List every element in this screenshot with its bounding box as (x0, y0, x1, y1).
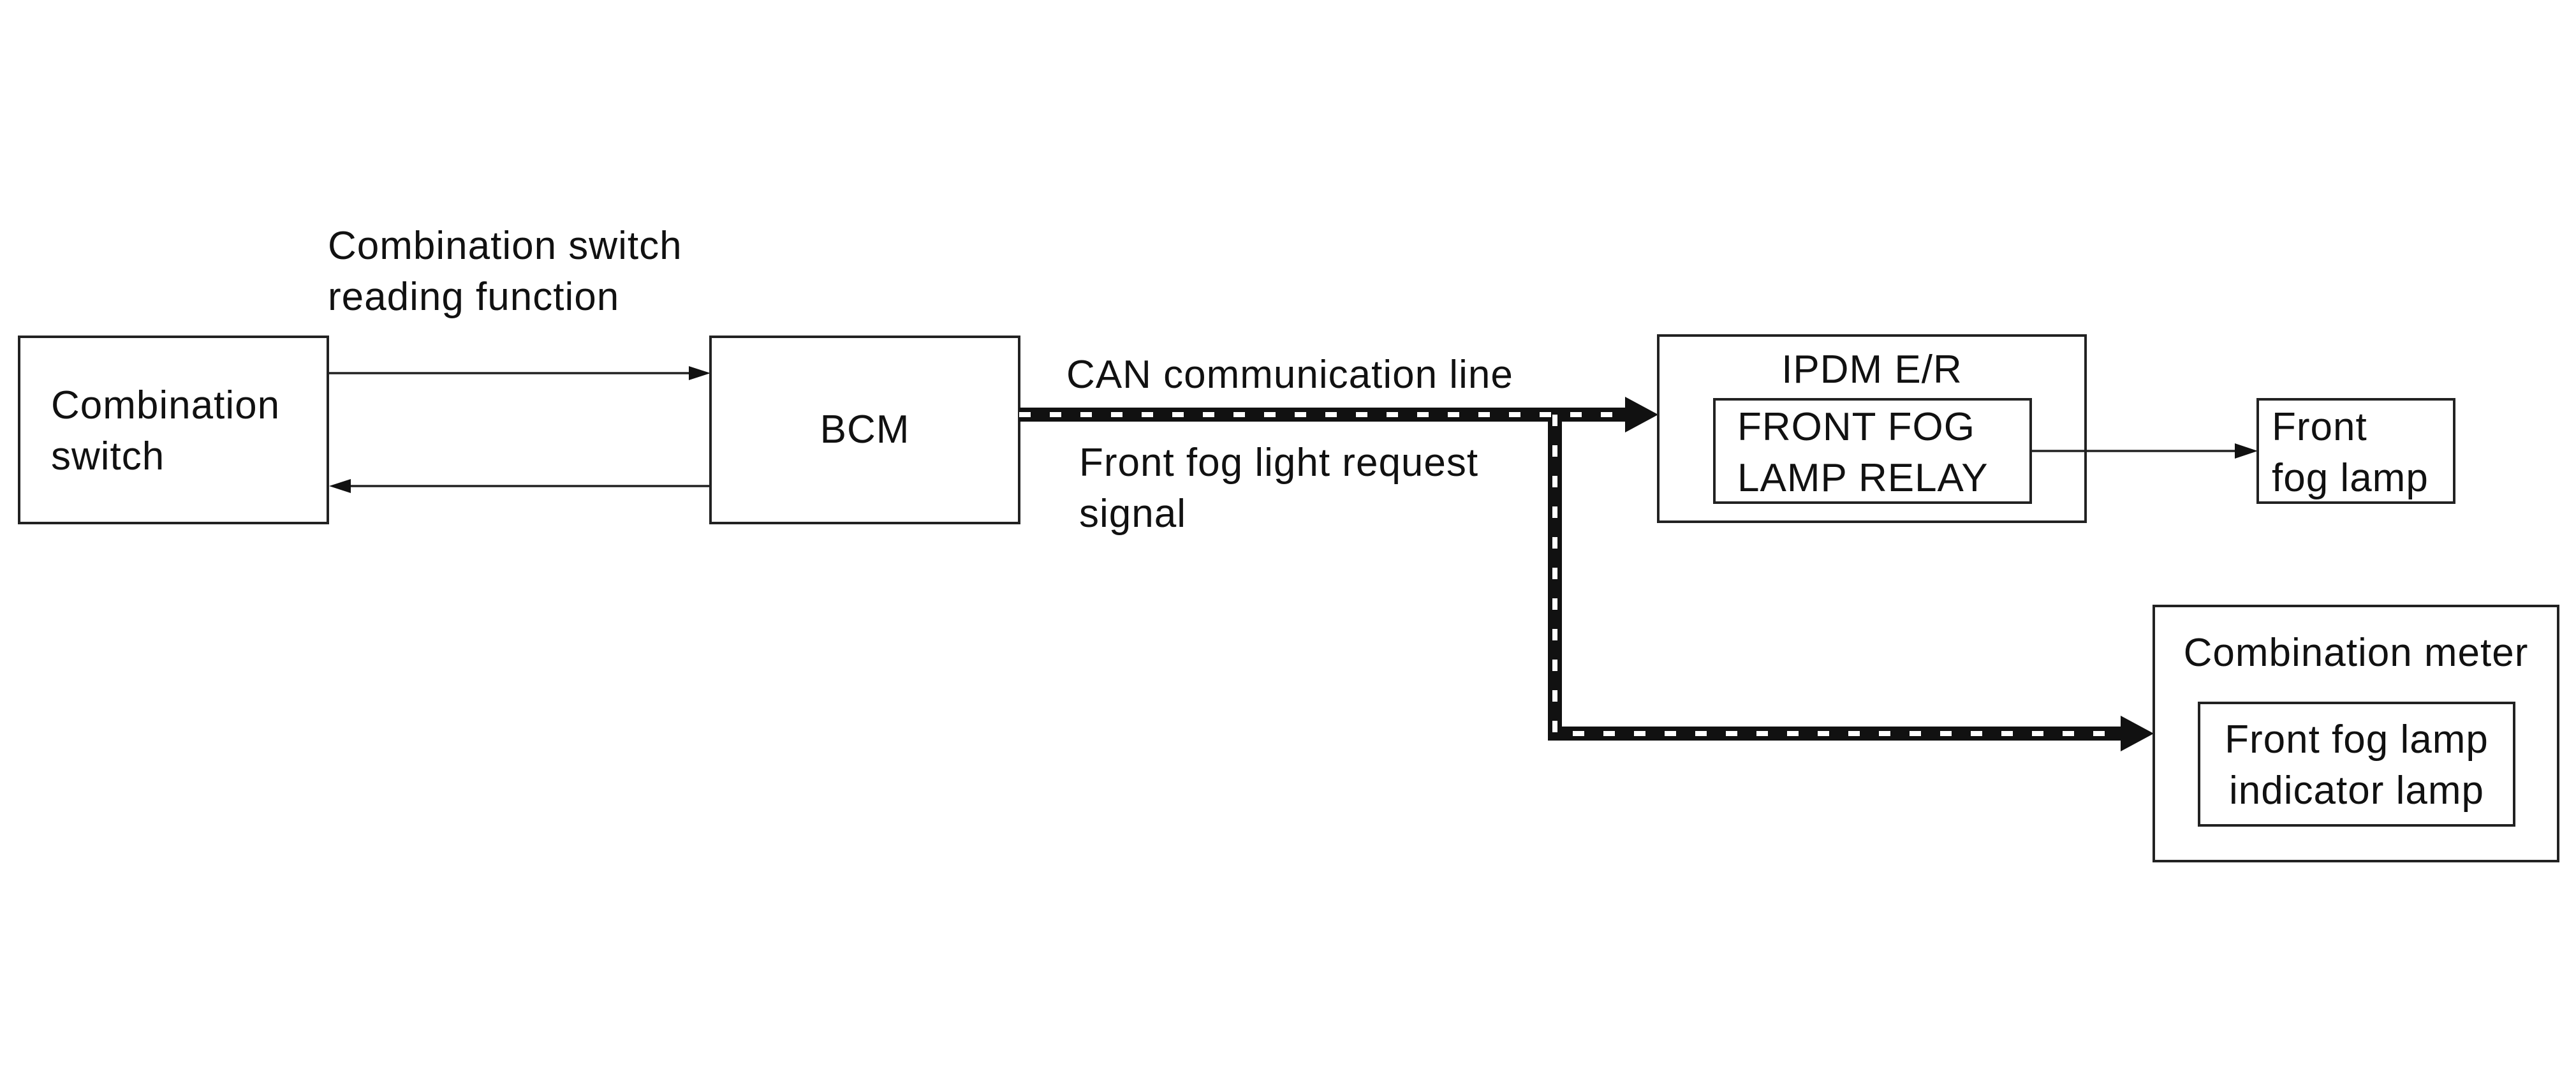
relay-label-line1: FRONT FOG (1737, 405, 1975, 449)
combination-switch-node: Combination switch (18, 336, 329, 524)
bcm-node: BCM (709, 336, 1020, 524)
reading-function-label: Combination switch reading function (328, 224, 682, 319)
relay-to-fog-lamp-arrow (2031, 443, 2258, 459)
request-signal-label-line1: Front fog light request (1079, 441, 1478, 485)
combination-switch-label-line2: switch (51, 434, 165, 478)
combination-meter-title: Combination meter (2184, 631, 2529, 675)
front-fog-lamp-relay: FRONT FOG LAMP RELAY (1713, 398, 2032, 504)
ipdm-er-node: IPDM E/R FRONT FOG LAMP RELAY (1657, 334, 2087, 523)
front-fog-lamp-node: Front fog lamp (2256, 398, 2455, 504)
switch-to-bcm-arrow (328, 366, 710, 380)
indicator-label-line1: Front fog lamp (2225, 718, 2489, 762)
can-communication-line-label: CAN communication line (1066, 353, 1513, 397)
bcm-to-switch-arrow (329, 479, 710, 493)
bcm-label: BCM (820, 408, 910, 452)
can-arrowhead-ipdm (1625, 397, 1658, 432)
reading-function-label-line2: reading function (328, 275, 619, 319)
front-fog-lamp-label-line1: Front (2272, 405, 2367, 449)
indicator-label-line2: indicator lamp (2229, 769, 2484, 813)
front-fog-lamp-indicator: Front fog lamp indicator lamp (2198, 702, 2515, 827)
reading-function-label-line1: Combination switch (328, 224, 682, 268)
combination-meter-node: Combination meter Front fog lamp indicat… (2153, 605, 2559, 862)
request-signal-label: Front fog light request signal (1079, 441, 1478, 536)
request-signal-label-line2: signal (1079, 492, 1186, 536)
can-arrowhead-meter (2121, 716, 2154, 751)
ipdm-er-title: IPDM E/R (1781, 348, 1962, 392)
relay-label-line2: LAMP RELAY (1737, 456, 1989, 500)
can-communication-line (1019, 397, 2154, 751)
combination-switch-label-line1: Combination (51, 383, 280, 427)
front-fog-lamp-label-line2: fog lamp (2272, 456, 2429, 500)
